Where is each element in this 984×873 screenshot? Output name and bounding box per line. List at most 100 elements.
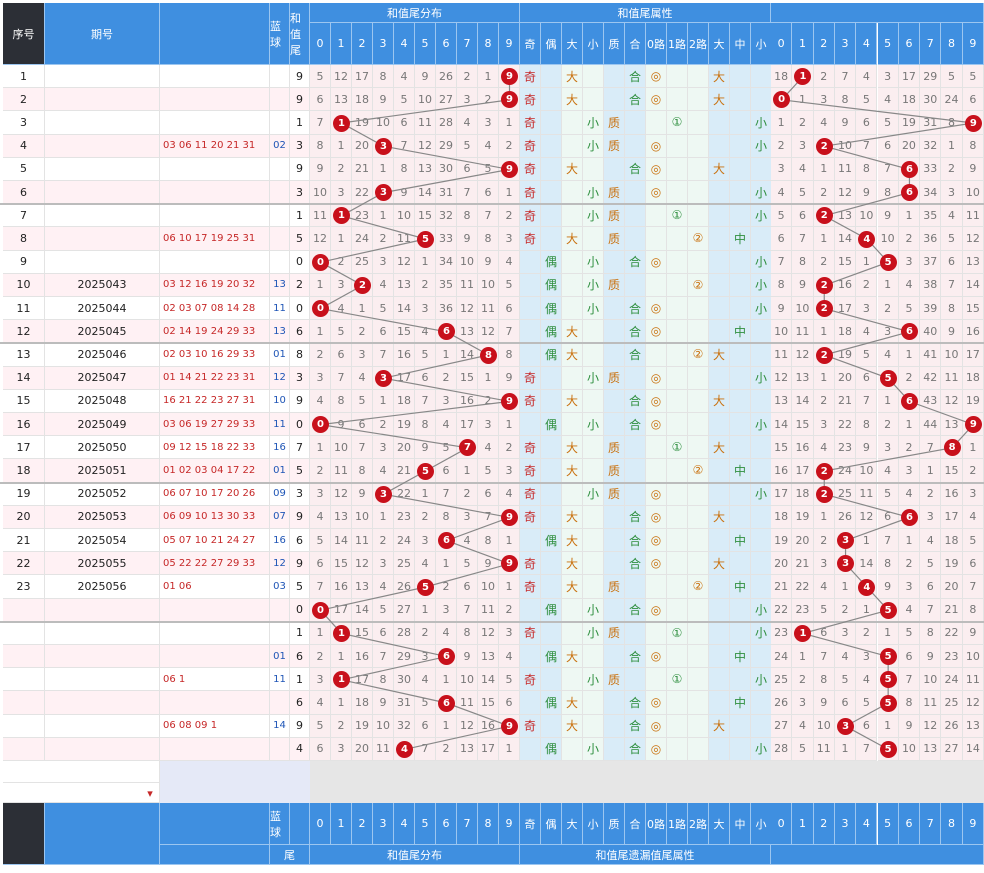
attr-cell: [625, 204, 646, 228]
tail-cell: 12: [834, 181, 857, 205]
attr-cell: 大: [709, 65, 730, 89]
tail-digit-header: 5: [877, 23, 899, 65]
attr-cell: [541, 65, 562, 89]
dist-cell: 3: [499, 227, 520, 251]
row-red-balls: [160, 111, 270, 135]
dist-cell: 27: [436, 88, 457, 112]
tail-cell: 17: [898, 65, 921, 89]
col-header-hezhi: 和值尾: [290, 3, 310, 65]
row-red-balls: [160, 204, 270, 228]
dist-cell: 10: [394, 204, 415, 228]
attr-cell: [604, 88, 625, 112]
footer-tail-digit: 6: [898, 803, 921, 845]
dist-hit-ball: 5: [417, 462, 434, 480]
dist-hit-ball: 3: [375, 485, 392, 503]
attr-cell: 合: [625, 65, 646, 89]
blank-input-row[interactable]: [3, 761, 160, 783]
attr-col-header: 质: [604, 23, 625, 65]
dropdown-arrow-icon[interactable]: ▾: [147, 786, 153, 800]
attr-cell: 奇: [520, 134, 541, 158]
footer-hezhi-block: [290, 803, 310, 845]
tail-digit-header: 7: [920, 23, 942, 65]
attr-col-header: 小: [583, 23, 604, 65]
tail-hit-ball: 4: [858, 578, 876, 596]
dist-hit-ball: 3: [375, 369, 392, 387]
tail-cell: 1: [898, 204, 921, 228]
dist-cell: 10: [310, 181, 331, 205]
col-header-blue: 蓝球: [270, 3, 290, 65]
tail-hit-ball: 2: [815, 300, 833, 318]
dist-digit-header: 4: [394, 23, 415, 65]
dist-cell: 7: [394, 134, 415, 158]
tail-hit-ball: 2: [815, 485, 833, 503]
tail-cell: 1: [813, 157, 835, 181]
tail-cell: 4: [877, 88, 899, 112]
row-blue-ball: [270, 88, 290, 112]
footer-dist-digit: 0: [310, 803, 331, 845]
tail-cell: 8: [834, 88, 857, 112]
attr-cell: 质: [604, 227, 625, 251]
row-blue-ball: [270, 227, 290, 251]
footer-group-dist: 和值尾分布: [310, 845, 520, 865]
dist-cell: 33: [436, 227, 457, 251]
dist-cell: 2: [457, 65, 478, 89]
footer-attr-col: 小: [583, 803, 604, 845]
dist-hit-ball: 2: [354, 276, 371, 294]
tail-digit-header: 3: [834, 23, 857, 65]
col-header-seq: 序号: [3, 3, 45, 65]
tail-cell: 4: [941, 204, 963, 228]
dist-cell: 9: [373, 88, 394, 112]
footer-tail-label: 尾: [270, 845, 310, 865]
row-hezhi-tail: 9: [290, 88, 310, 112]
tail-hit-ball: 5: [879, 369, 897, 387]
attr-cell: [625, 111, 646, 135]
footer-tail-digit: 8: [941, 803, 963, 845]
tail-hit-ball: 4: [858, 230, 876, 248]
footer-group-attr: 和值尾遗漏值尾属性: [520, 845, 771, 865]
attr-cell: ①: [667, 204, 688, 228]
attr-cell: 奇: [520, 88, 541, 112]
tail-hit-ball: 9: [964, 416, 982, 434]
attr-cell: [688, 111, 709, 135]
dist-cell: 10: [457, 250, 478, 274]
footer-attr-col: 1路: [667, 803, 688, 845]
attr-col-header: 偶: [541, 23, 562, 65]
row-blue-ball: [270, 111, 290, 135]
attr-cell: 奇: [520, 157, 541, 181]
row-seq: 3: [3, 111, 45, 135]
tail-cell: 30: [920, 88, 942, 112]
group-header-attr: 和值尾属性: [520, 3, 771, 23]
tail-digit-header: 8: [941, 23, 963, 65]
attr-cell: [583, 65, 604, 89]
tail-hit-ball: 5: [879, 694, 897, 712]
dist-cell: 32: [436, 204, 457, 228]
dist-cell: 9: [415, 65, 436, 89]
attr-cell: [709, 134, 730, 158]
dist-cell: 5: [394, 88, 415, 112]
tail-cell: 5: [771, 204, 793, 228]
dropdown-row[interactable]: [3, 783, 160, 803]
tail-cell: 4: [813, 111, 835, 135]
tail-cell: 35: [920, 204, 942, 228]
tail-cell: 7: [792, 227, 814, 251]
tail-digit-header: 1: [792, 23, 814, 65]
attr-cell: [520, 250, 541, 274]
attr-cell: [604, 65, 625, 89]
row-hezhi-tail: 1: [290, 204, 310, 228]
tail-hit-ball: 5: [879, 740, 897, 758]
attr-cell: ◎: [646, 157, 667, 181]
dist-hit-ball: 0: [312, 601, 329, 619]
tail-cell: 9: [877, 204, 899, 228]
attr-col-header: 2路: [688, 23, 709, 65]
footer-dist-digit: 6: [436, 803, 457, 845]
dist-digit-header: 7: [457, 23, 478, 65]
tail-hit-ball: 2: [815, 346, 833, 364]
attr-cell: [688, 157, 709, 181]
row-hezhi-tail: 3: [290, 134, 310, 158]
attr-cell: 小: [583, 204, 604, 228]
tail-cell: 5: [941, 227, 963, 251]
footer-attr-col: 偶: [541, 803, 562, 845]
attr-cell: 奇: [520, 111, 541, 135]
dist-cell: 24: [352, 227, 373, 251]
attr-cell: 小: [583, 134, 604, 158]
